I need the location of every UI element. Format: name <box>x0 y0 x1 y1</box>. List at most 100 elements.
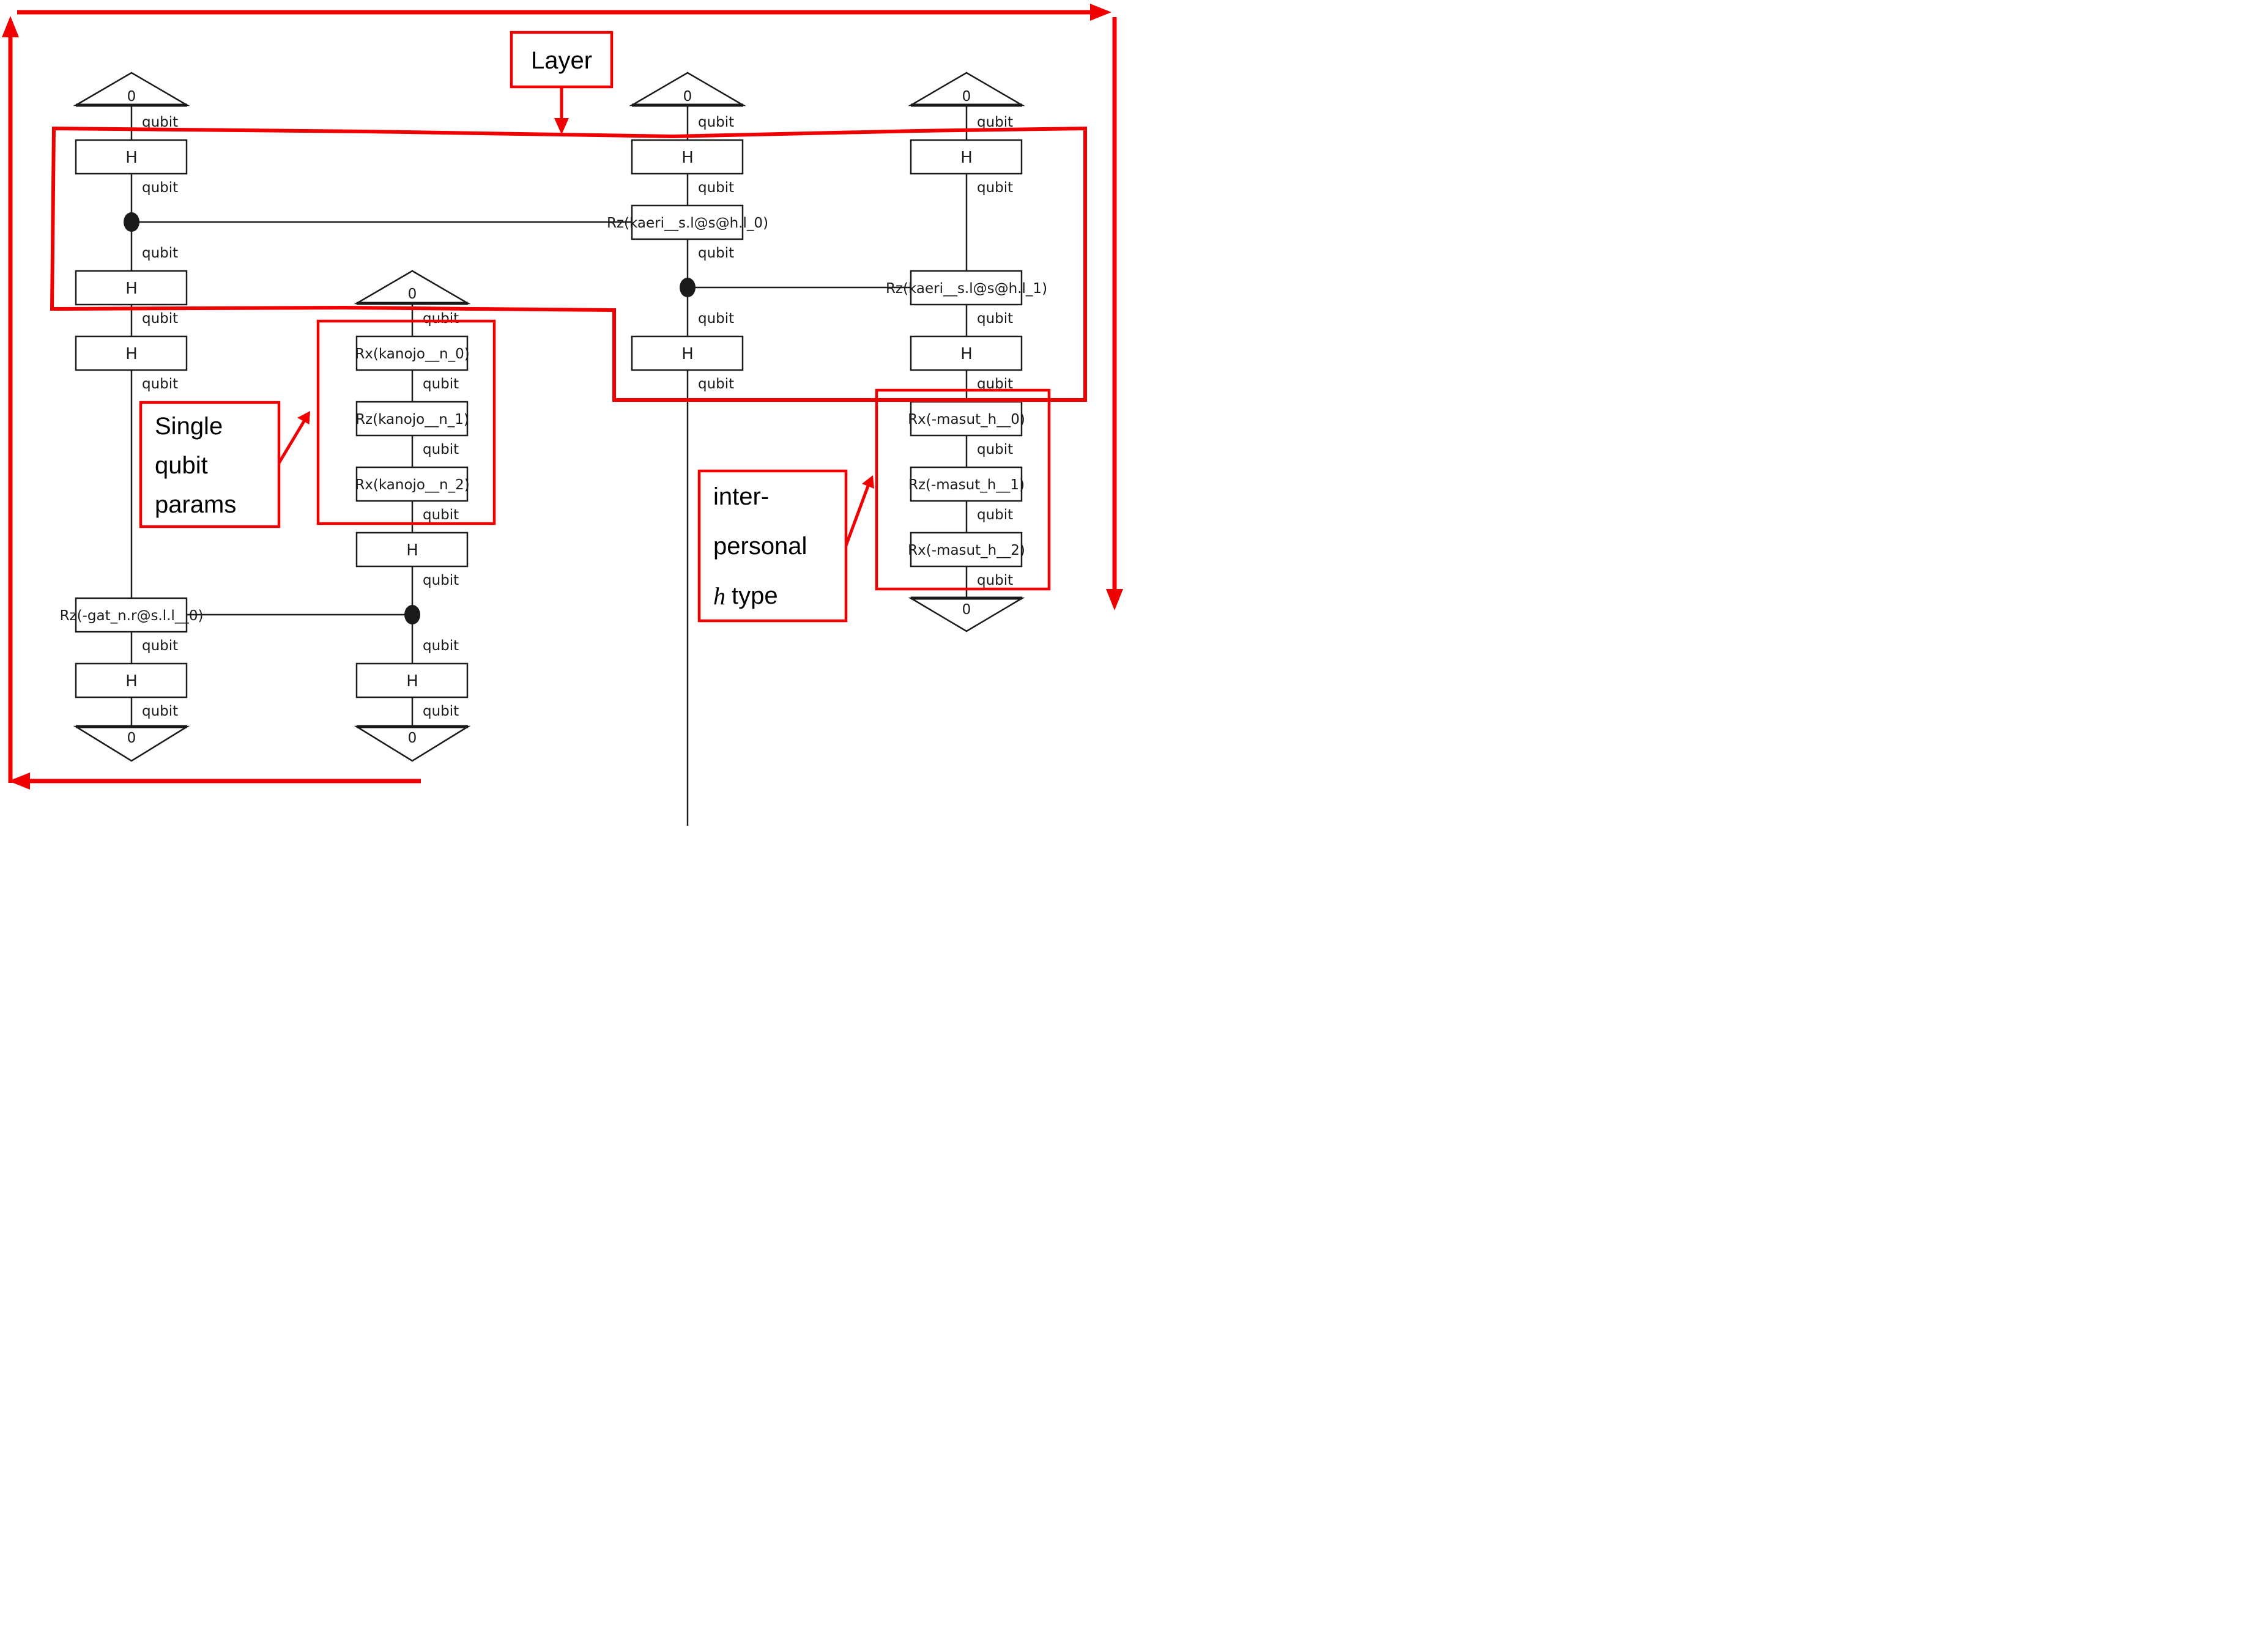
init-state-label: 0 <box>408 286 417 302</box>
qubit-wire-label: qubit <box>423 638 459 654</box>
qubit-wire-label: qubit <box>977 114 1013 130</box>
hadamard-gate <box>910 335 1023 371</box>
hadamard-gate <box>75 139 188 175</box>
qubit-wire-label: qubit <box>977 442 1013 457</box>
gate-label: H <box>406 672 418 691</box>
interpersonal-line2: personal <box>713 533 807 560</box>
hadamard-gate <box>75 662 188 698</box>
gate-label: H <box>125 345 138 363</box>
single-qubit-params-annotation: Single qubit params <box>139 401 310 528</box>
init-state-label: 0 <box>127 89 136 105</box>
qubit-wire-label: qubit <box>423 442 459 457</box>
gate-label: H <box>681 345 694 363</box>
qubit-wire-label: qubit <box>142 311 178 327</box>
measure-state-label: 0 <box>127 730 136 746</box>
gate-label: Rz(kanojo__n_1) <box>355 412 469 428</box>
flow-arrow-right <box>1106 17 1123 610</box>
hadamard-gate <box>631 139 744 175</box>
measure-triangle: 0 <box>354 725 471 762</box>
interpersonal-line1: inter- <box>713 483 769 510</box>
gate-label: H <box>125 149 138 167</box>
qubit-wire-label: qubit <box>977 572 1013 588</box>
qubit-wire-label: qubit <box>423 507 459 523</box>
flow-arrow-left <box>2 16 19 783</box>
gate-label: H <box>681 149 694 167</box>
qubit-wire-label: qubit <box>423 311 459 327</box>
rz-gate <box>910 466 1023 502</box>
single-qubit-params-line1: Single <box>155 413 223 440</box>
interpersonal-line3-italic: h <box>713 582 725 610</box>
rx-gate <box>355 466 469 502</box>
hadamard-gate <box>910 139 1023 175</box>
rx-gate <box>355 335 469 371</box>
single-qubit-params-region <box>316 319 496 525</box>
interpersonal-arrow <box>844 475 874 546</box>
gate-label: Rz(-masut_h__1) <box>908 477 1025 493</box>
rx-gate <box>910 532 1023 568</box>
gate-label: Rx(kanojo__n_2) <box>355 477 469 493</box>
gate-label: Rz(-gat_n.r@s.l.l__0) <box>60 608 204 624</box>
rz-gate <box>910 270 1023 306</box>
measure-state-label: 0 <box>408 730 417 746</box>
qubit-init-triangle: 0 <box>629 72 746 107</box>
qubit-wire-label: qubit <box>142 245 178 261</box>
gate-label: H <box>406 541 418 560</box>
interpersonal-h-region <box>875 388 1051 591</box>
qubit-wire-label: qubit <box>423 572 459 588</box>
interpersonal-box <box>697 469 848 623</box>
qubit-wire-label: qubit <box>977 311 1013 327</box>
qubit-wire-label: qubit <box>698 114 734 130</box>
gate-label: H <box>960 149 973 167</box>
rx-gate <box>910 401 1023 437</box>
single-qubit-params-box <box>139 401 281 528</box>
qubit-wire-label: qubit <box>142 638 178 654</box>
qubit-wire-label: qubit <box>698 311 734 327</box>
layer-region-outline <box>50 126 1087 402</box>
interpersonal-line3-rest: type <box>732 582 778 609</box>
qubit-wire-label: qubit <box>977 507 1013 523</box>
qubit-wire-label: qubit <box>698 376 734 392</box>
qubit-wire-label: qubit <box>423 376 459 392</box>
single-qubit-params-arrow <box>277 411 310 464</box>
gate-label: Rx(-masut_h__2) <box>908 543 1025 558</box>
qubit-wire-label: qubit <box>423 703 459 719</box>
flow-arrow-bottom <box>9 772 421 790</box>
qubit-init-triangle: 0 <box>908 72 1025 107</box>
init-state-label: 0 <box>683 89 692 105</box>
qubit-wire-label: qubit <box>142 703 178 719</box>
control-dot <box>124 212 139 232</box>
gate-label: Rx(-masut_h__0) <box>908 412 1025 428</box>
control-dot <box>404 605 420 624</box>
rz-gate <box>75 597 188 633</box>
hadamard-gate <box>75 270 188 306</box>
qubit-wire-label: qubit <box>698 245 734 261</box>
flow-arrow-top <box>17 4 1111 21</box>
measure-triangle: 0 <box>908 596 1025 632</box>
rz-gate <box>355 401 469 437</box>
gate-label: H <box>960 345 973 363</box>
init-state-label: 0 <box>962 89 971 105</box>
diagram-canvas: 0 0 0 0 0 0 0 <box>0 0 1128 826</box>
qubit-wire-label: qubit <box>698 180 734 196</box>
hadamard-gate <box>75 335 188 371</box>
layer-annotation: Layer <box>510 31 614 135</box>
qubit-wire-label: qubit <box>977 180 1013 196</box>
gate-label: Rx(kanojo__n_0) <box>355 346 469 362</box>
hadamard-gate <box>355 532 469 568</box>
gate-label: H <box>125 672 138 691</box>
measure-state-label: 0 <box>962 602 971 618</box>
qubit-wire-label: qubit <box>142 180 178 196</box>
measure-triangle: 0 <box>73 725 190 762</box>
gate-label: H <box>125 280 138 298</box>
control-dot <box>680 278 696 297</box>
gate-label: Rz(kaeri__s.l@s@h.l_1) <box>886 281 1047 297</box>
qubit-init-triangle: 0 <box>354 270 471 305</box>
qubit-wire-label: qubit <box>142 376 178 392</box>
single-qubit-params-line3: params <box>155 491 236 518</box>
single-qubit-params-line2: qubit <box>155 452 208 479</box>
layer-annotation-arrow <box>554 87 569 135</box>
qubit-init-triangle: 0 <box>73 72 190 107</box>
gate-label: Rz(kaeri__s.l@s@h.l_0) <box>607 215 768 231</box>
